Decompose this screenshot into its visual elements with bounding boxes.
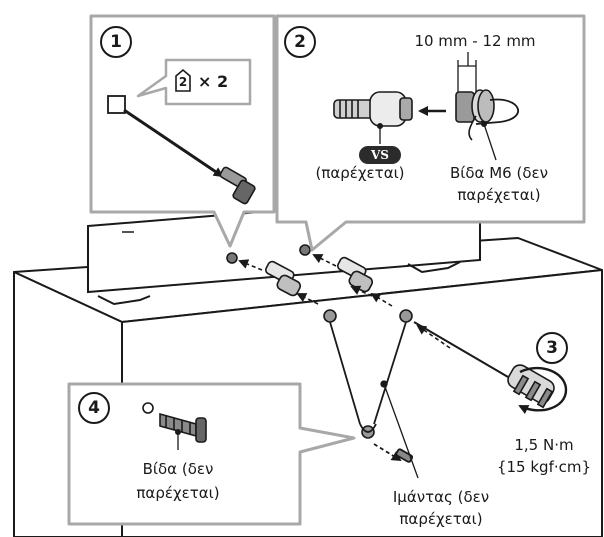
panel-4 [67, 382, 356, 526]
rotation-arrow-icon [518, 366, 568, 415]
removed-screw-icon [219, 166, 256, 205]
strap-label-line1: Ιμάντας (δεν [392, 488, 490, 506]
dimension-label: 10 mm - 12 mm [414, 32, 536, 50]
step-4-marker: 4 [78, 392, 110, 424]
m6-screw-label-line2: παρέχεται) [457, 186, 541, 204]
panel-2 [275, 14, 586, 252]
insertion-arrows [238, 254, 451, 349]
screwdriver-icon [413, 321, 555, 409]
step-2-marker: 2 [284, 26, 316, 58]
tv-foot-left [97, 295, 151, 306]
torque-label-line1: 1,5 N·m [514, 436, 574, 454]
screw-hole-icon [107, 95, 126, 114]
tv-foot-right [407, 261, 461, 274]
leader-lines [380, 380, 419, 479]
callout-multiplier: × 2 [198, 72, 229, 91]
step-1-marker: 1 [100, 26, 132, 58]
tv-hole-left [226, 252, 238, 264]
tv-hole-right [299, 244, 311, 256]
m6-screw-icon [455, 89, 519, 141]
spacer-vs-icon [333, 91, 413, 127]
dimension-marks [457, 52, 477, 92]
wall-screw-label-line1: Βίδα (δεν [142, 460, 214, 478]
strap-label-line2: παρέχεται) [399, 510, 483, 528]
m6-screw-label-line1: Βίδα M6 (δεν [450, 164, 548, 182]
wall-screw-icon [142, 402, 207, 443]
panel-1 [89, 14, 276, 248]
torque-label-line2: {15 kgf·cm} [496, 458, 592, 476]
spacer-left [264, 260, 302, 297]
strap-screw-right [399, 309, 413, 323]
vs-badge: VS [359, 146, 401, 164]
strap [329, 321, 414, 463]
callout-screw-number: 2 [178, 75, 188, 89]
strap-screw-left [323, 309, 337, 323]
supplied-label: (παρέχεται) [315, 164, 405, 182]
step-3-marker: 3 [536, 332, 568, 364]
screw-number-frame [175, 68, 191, 92]
wall-screw-label-line2: παρέχεται) [136, 484, 220, 502]
